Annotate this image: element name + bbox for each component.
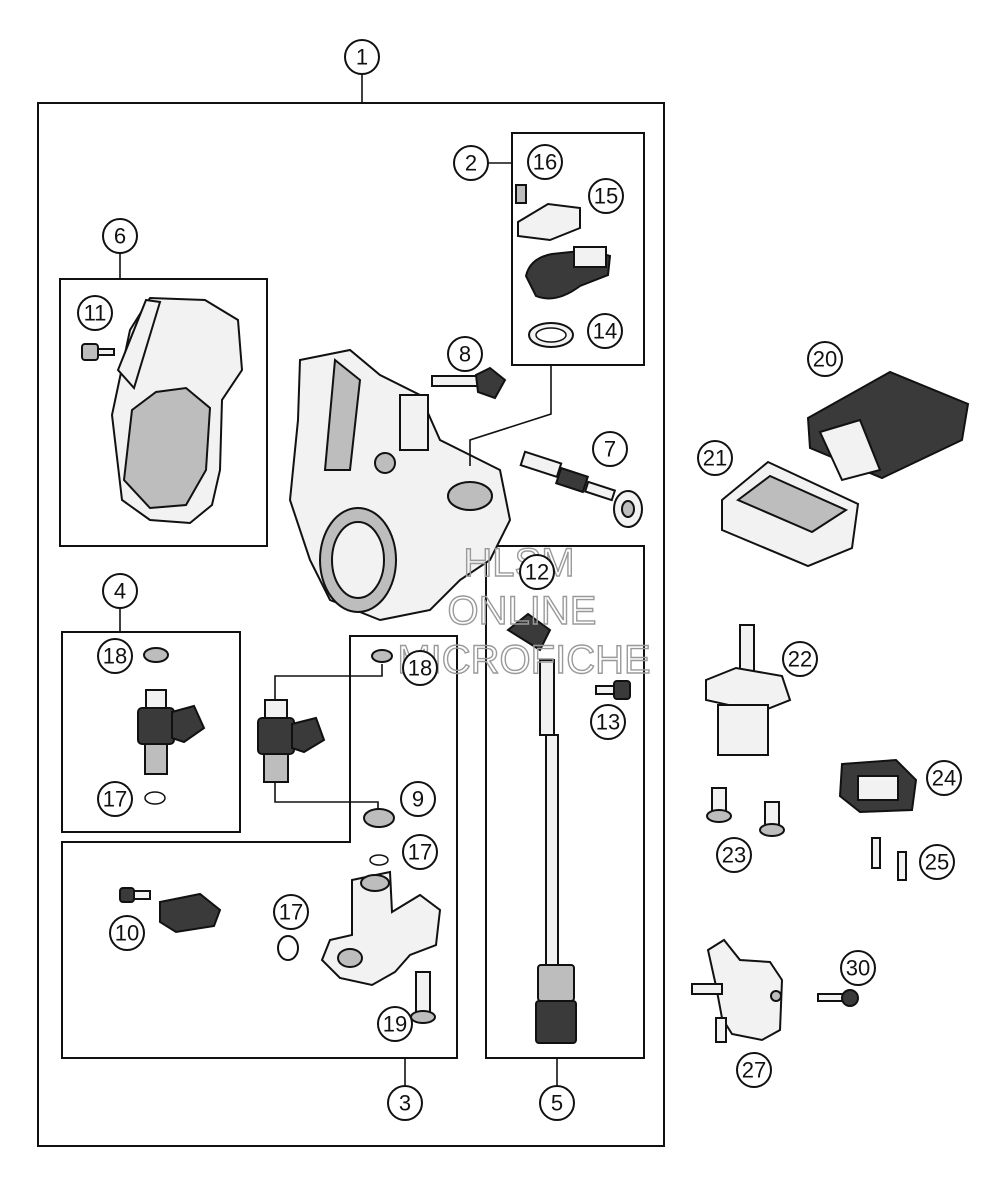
- sensor-22-part: [705, 624, 792, 756]
- svg-text:16: 16: [533, 150, 557, 175]
- svg-text:10: 10: [115, 921, 139, 946]
- callout-6[interactable]: 6: [102, 218, 138, 254]
- frame-assembly-1: [37, 102, 665, 1147]
- svg-text:1: 1: [356, 45, 368, 70]
- svg-text:18: 18: [103, 644, 127, 669]
- callouts: 1 2 16 15 14 6 11 8 7 12 20 21 4 18 17 1…: [77, 39, 962, 1121]
- svg-text:20: 20: [813, 347, 837, 372]
- valve-7-part: [519, 450, 643, 528]
- callout-1[interactable]: 1: [344, 39, 380, 75]
- callout-22[interactable]: 22: [782, 641, 818, 677]
- callout-9[interactable]: 9: [400, 781, 436, 817]
- throttle-cover-part: [110, 296, 244, 525]
- callout-17c[interactable]: 17: [273, 894, 309, 930]
- callout-30[interactable]: 30: [840, 950, 876, 986]
- callout-15[interactable]: 15: [588, 178, 624, 214]
- svg-text:8: 8: [459, 342, 471, 367]
- svg-text:14: 14: [593, 319, 617, 344]
- svg-text:18: 18: [408, 656, 432, 681]
- throttle-body-part: [288, 348, 512, 622]
- watermark-line-1: HLSM: [463, 541, 574, 585]
- bolt-19-part: [410, 971, 436, 1024]
- callout-27[interactable]: 27: [736, 1052, 772, 1088]
- spring-screws-23-part: [706, 787, 785, 837]
- idle-valve-8-part: [431, 366, 507, 400]
- callout-4[interactable]: 4: [102, 573, 138, 609]
- svg-text:9: 9: [412, 787, 424, 812]
- svg-text:11: 11: [84, 301, 107, 326]
- callout-19[interactable]: 19: [377, 1006, 413, 1042]
- sensor-10-part: [119, 887, 222, 934]
- fuel-rail-part: [320, 870, 442, 987]
- callout-21[interactable]: 21: [697, 440, 733, 476]
- callout-25[interactable]: 25: [919, 844, 955, 880]
- callout-7[interactable]: 7: [592, 431, 628, 467]
- svg-text:30: 30: [846, 956, 870, 981]
- svg-text:12: 12: [525, 560, 549, 585]
- callout-23[interactable]: 23: [716, 837, 752, 873]
- callout-18a[interactable]: 18: [97, 638, 133, 674]
- callout-11[interactable]: 11: [77, 295, 113, 331]
- svg-text:6: 6: [114, 224, 126, 249]
- svg-text:23: 23: [722, 843, 746, 868]
- frame-cover-6: [59, 278, 268, 547]
- svg-text:19: 19: [383, 1012, 407, 1037]
- screw-30-part: [817, 989, 859, 1007]
- svg-text:4: 4: [114, 579, 126, 604]
- callout-2[interactable]: 2: [453, 145, 489, 181]
- injector-4-part: [137, 647, 206, 805]
- svg-text:21: 21: [703, 446, 727, 471]
- oring-17c-part: [277, 935, 299, 961]
- screw-13-part: [595, 680, 631, 700]
- svg-text:2: 2: [465, 151, 477, 176]
- watermark-line-2: ONLINE: [448, 589, 597, 633]
- svg-text:17: 17: [279, 900, 303, 925]
- holder-9-part: [363, 808, 395, 866]
- svg-text:7: 7: [604, 437, 616, 462]
- svg-text:15: 15: [594, 184, 618, 209]
- sensor-2-part: [515, 184, 612, 348]
- screw-11-part: [81, 343, 115, 361]
- frame-group-3: [61, 635, 458, 1059]
- callout-10[interactable]: 10: [109, 915, 145, 951]
- cable-5-part: [506, 612, 577, 1044]
- ecu-21-part: [721, 460, 860, 568]
- screws-25-part: [871, 837, 907, 881]
- frame-injector-4: [61, 631, 241, 833]
- injector-3-part: [257, 649, 393, 783]
- svg-text:5: 5: [551, 1091, 563, 1116]
- callout-14[interactable]: 14: [587, 313, 623, 349]
- callout-24[interactable]: 24: [926, 760, 962, 796]
- frame-cable-5: [485, 545, 645, 1059]
- callout-8[interactable]: 8: [447, 336, 483, 372]
- frame-sensor-2: [511, 132, 645, 366]
- callout-13[interactable]: 13: [590, 704, 626, 740]
- svg-text:25: 25: [925, 850, 949, 875]
- svg-text:17: 17: [103, 787, 127, 812]
- callout-20[interactable]: 20: [807, 341, 843, 377]
- switch-24-part: [838, 758, 918, 814]
- watermark-line-3: MICROFICHE: [397, 638, 650, 682]
- callout-12[interactable]: 12: [519, 554, 555, 590]
- svg-text:13: 13: [596, 710, 620, 735]
- svg-text:17: 17: [408, 840, 432, 865]
- callout-5[interactable]: 5: [539, 1085, 575, 1121]
- svg-text:24: 24: [932, 766, 956, 791]
- ecu-20-part: [806, 370, 970, 482]
- svg-text:3: 3: [399, 1091, 411, 1116]
- svg-text:27: 27: [742, 1058, 766, 1083]
- callout-18b[interactable]: 18: [402, 650, 438, 686]
- sensor-27-part: [691, 938, 784, 1043]
- svg-text:22: 22: [788, 647, 812, 672]
- group-frames: [37, 72, 665, 1147]
- watermark: HLSM ONLINE MICROFICHE: [397, 540, 652, 682]
- callout-17a[interactable]: 17: [97, 781, 133, 817]
- callout-3[interactable]: 3: [387, 1085, 423, 1121]
- callout-16[interactable]: 16: [527, 144, 563, 180]
- callout-17b[interactable]: 17: [402, 834, 438, 870]
